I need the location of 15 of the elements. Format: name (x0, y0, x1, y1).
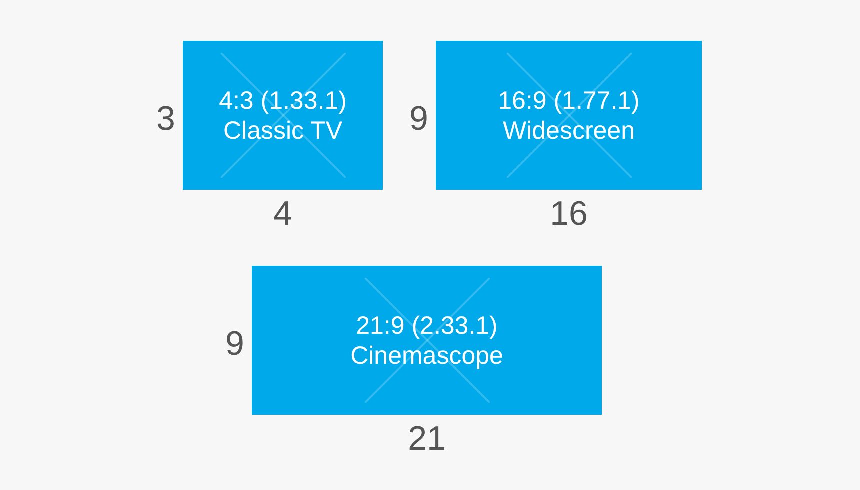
dimension-label: 9 (410, 102, 428, 136)
format-name: Cinemascope (350, 340, 504, 370)
dimension-label: 16 (550, 197, 588, 231)
format-name: Classic TV (223, 116, 342, 146)
aspect-ratio-box (183, 41, 383, 190)
dimension-label: 3 (156, 102, 176, 136)
aspect-ratio-box (436, 41, 702, 190)
format-name: Widescreen (503, 116, 635, 146)
ratio-text: 21:9 (2.33.1) (356, 310, 498, 340)
ratio-text: 16:9 (1.77.1) (498, 86, 640, 116)
dimension-label: 9 (226, 326, 244, 360)
dimension-label: 4 (274, 197, 292, 231)
aspect-ratio-box (252, 266, 602, 415)
ratio-text: 4:3 (1.33.1) (219, 86, 347, 116)
dimension-label: 21 (408, 422, 446, 456)
